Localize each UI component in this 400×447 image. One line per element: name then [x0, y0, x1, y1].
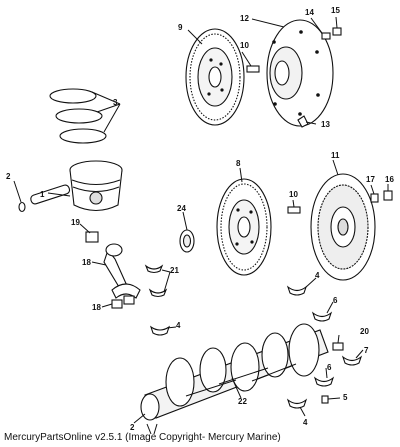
callout-22: 22 — [238, 397, 247, 406]
bearing-shell-icon[interactable] — [144, 264, 363, 435]
callout-12: 12 — [240, 14, 249, 23]
flexplate-icon[interactable] — [216, 178, 301, 276]
callout-14: 14 — [305, 8, 314, 17]
crankshaft-icon[interactable] — [140, 323, 329, 421]
callout-6a: 6 — [333, 296, 338, 305]
callout-4c: 4 — [303, 418, 308, 427]
callout-3: 3 — [113, 98, 118, 107]
piston-icon[interactable] — [30, 160, 123, 212]
callout-24: 24 — [177, 204, 186, 213]
callout-5: 5 — [343, 393, 348, 402]
callout-8: 8 — [236, 159, 241, 168]
callout-18b: 18 — [92, 303, 101, 312]
callout-15: 15 — [331, 6, 340, 15]
callout-21: 21 — [170, 266, 179, 275]
callout-19: 19 — [71, 218, 80, 227]
callout-4a: 4 — [315, 271, 320, 280]
callout-7: 7 — [364, 346, 369, 355]
pin-retainer-icon[interactable] — [18, 201, 26, 213]
callout-2: 2 — [6, 172, 11, 181]
callout-10b: 10 — [289, 190, 298, 199]
callout-9: 9 — [178, 23, 183, 32]
callout-17: 17 — [366, 175, 375, 184]
callout-6b: 6 — [327, 363, 332, 372]
piston-rings-icon[interactable] — [49, 88, 107, 144]
callout-10a: 10 — [240, 41, 249, 50]
damper-plate-icon[interactable] — [310, 173, 393, 281]
callout-20: 20 — [360, 327, 369, 336]
rear-seal-icon[interactable] — [179, 229, 195, 253]
callout-13: 13 — [321, 120, 330, 129]
callout-1: 1 — [40, 190, 45, 199]
connecting-rod-icon[interactable] — [85, 231, 141, 309]
bolt-icon[interactable] — [246, 27, 342, 128]
callout-18a: 18 — [82, 258, 91, 267]
callout-2b: 2 — [130, 423, 135, 432]
callout-4b: 4 — [176, 321, 181, 330]
callout-labels: 9 12 14 15 10 3 13 8 11 2 1 17 16 10 24 … — [6, 6, 394, 432]
callout-16: 16 — [385, 175, 394, 184]
flywheel-ring-gear-icon[interactable] — [185, 28, 245, 126]
leader-lines — [13, 16, 389, 424]
callout-11: 11 — [331, 151, 340, 160]
drive-coupler-icon[interactable] — [266, 19, 334, 127]
copyright-caption: MercuryPartsOnline v2.5.1 (Image Copyrig… — [4, 432, 281, 443]
